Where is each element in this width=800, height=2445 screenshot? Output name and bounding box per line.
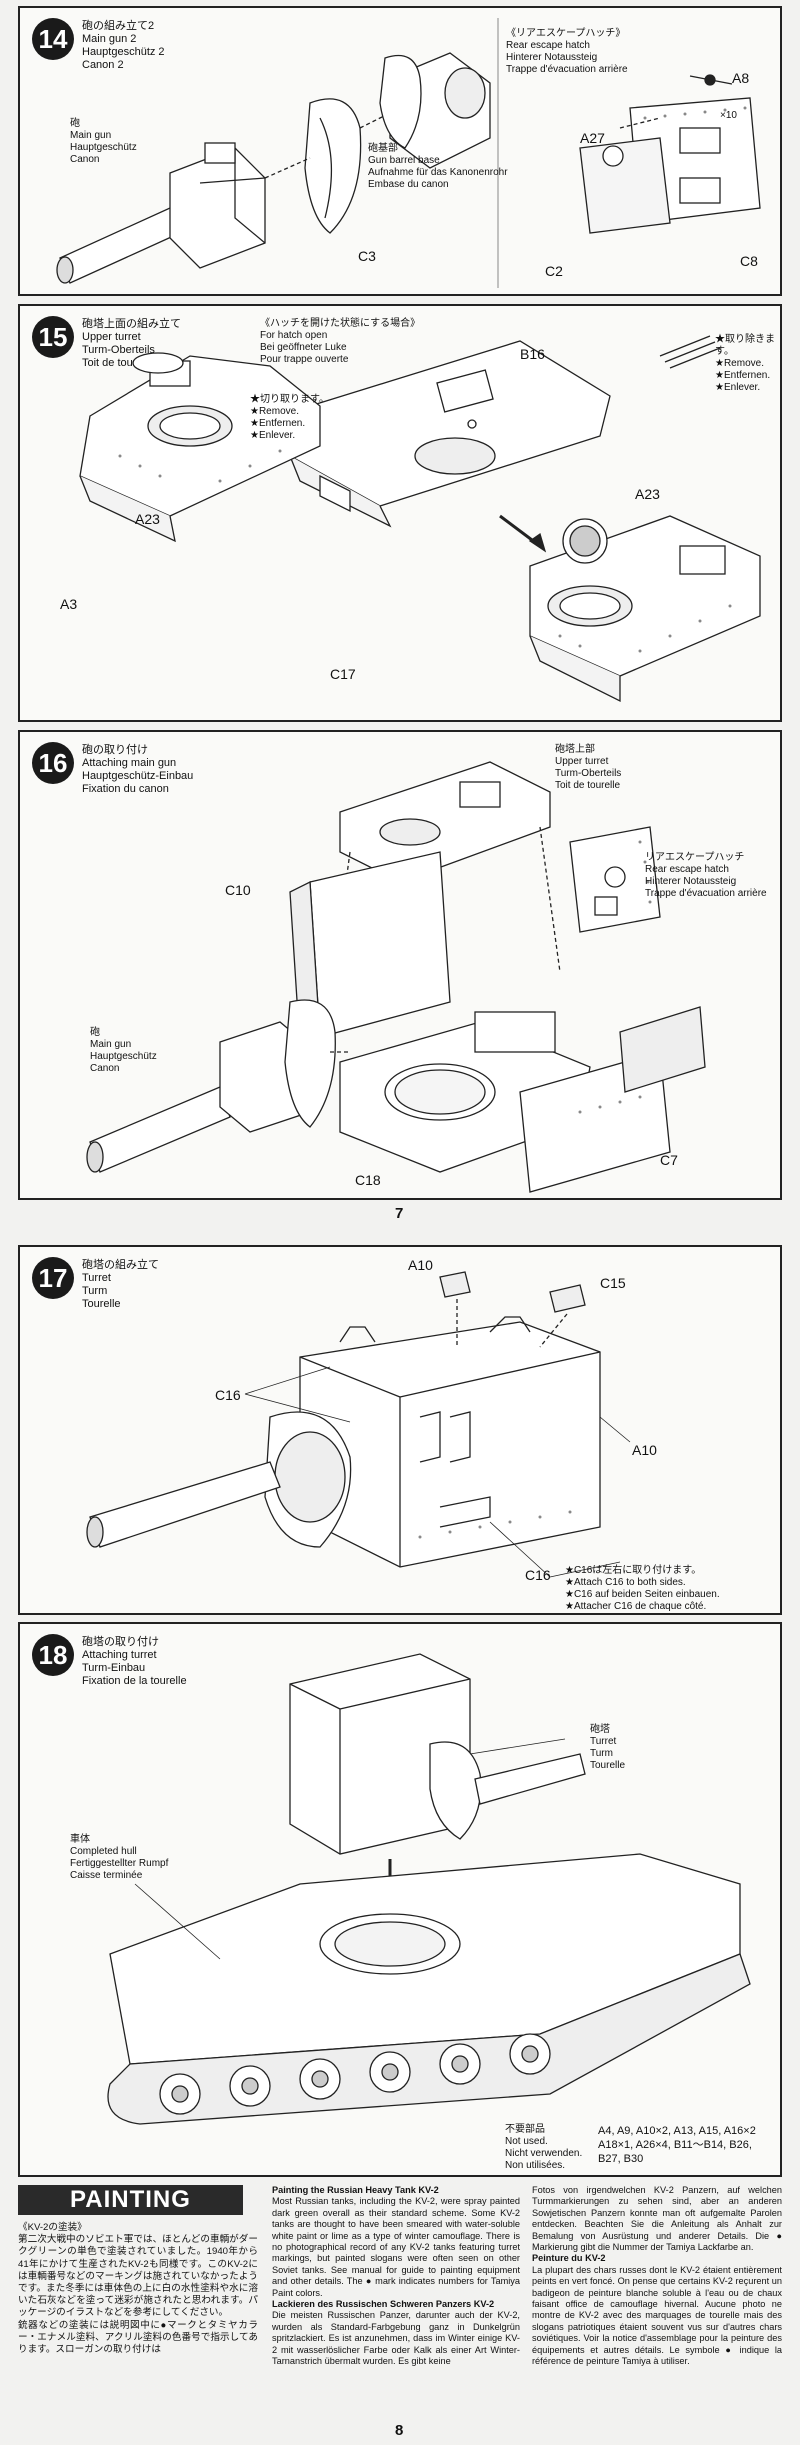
part-c15: C15 [600,1275,626,1291]
painting-header: PAINTING [18,2185,243,2215]
step-number: 15 [32,316,74,358]
step-number: 17 [32,1257,74,1299]
de-text: Die meisten Russischen Panzer, darunter … [272,2310,520,2367]
step-number: 16 [32,742,74,784]
part-x10: ×10 [720,110,737,121]
part-a10-top: A10 [408,1257,433,1273]
upper-turret-illustration [79,335,761,703]
part-a8: A8 [732,70,750,86]
remove-note-left: ★切り取ります。★Remove.★Entfernen.★Enlever. [250,394,329,441]
de-text-cont: Fotos von irgendwelchen KV-2 Panzern, au… [532,2185,782,2253]
part-c3: C3 [358,248,376,264]
step-number: 18 [32,1634,74,1676]
part-a23-right: A23 [635,486,660,502]
painting-de-fr-column: Fotos von irgendwelchen KV-2 Panzern, au… [532,2185,782,2368]
part-c16-bottom: C16 [525,1567,551,1583]
part-a3: A3 [60,596,78,612]
part-c7: C7 [660,1152,678,1168]
en-title: Painting the Russian Heavy Tank KV-2 [272,2185,439,2195]
part-a23-left: A23 [135,511,160,527]
attach-c16-note: ★C16は左右に取り付けます。★Attach C16 to both sides… [565,1565,720,1612]
part-a27: A27 [580,130,605,146]
painting-jp-text: 《KV-2の塗装》 第二次大戦中のソビエト軍では、ほとんどの車輌がダークグリーン… [18,2222,258,2356]
part-c10: C10 [225,882,251,898]
de-title: Lackieren des Russischen Schweren Panzer… [272,2299,495,2310]
part-c18: C18 [355,1172,381,1188]
part-c16-left: C16 [215,1387,241,1403]
painting-en-de-column: Painting the Russian Heavy Tank KV-2 Mos… [272,2185,520,2368]
turret-assembly-illustration [86,1271,631,1578]
en-text: Most Russian tanks, including the KV-2, … [272,2196,520,2298]
part-c8: C8 [740,253,758,269]
step-number: 14 [32,18,74,60]
fr-title: Peinture du KV-2 [532,2253,606,2264]
part-c2: C2 [545,263,563,279]
main-gun-2-illustration [56,18,761,288]
part-b16: B16 [520,346,545,362]
attach-turret-illustration [107,1653,751,2125]
attach-main-gun-illustration [86,761,706,1193]
page-number-7: 7 [395,1205,404,1222]
part-c17: C17 [330,666,356,682]
page-number-8: 8 [395,2422,404,2439]
fr-text: La plupart des chars russes dont le KV-2… [532,2264,782,2367]
remove-note-right: ★取り除きます。★Remove.★Entfernen.★Enlever. [715,334,775,393]
part-a10-right: A10 [632,1442,657,1458]
